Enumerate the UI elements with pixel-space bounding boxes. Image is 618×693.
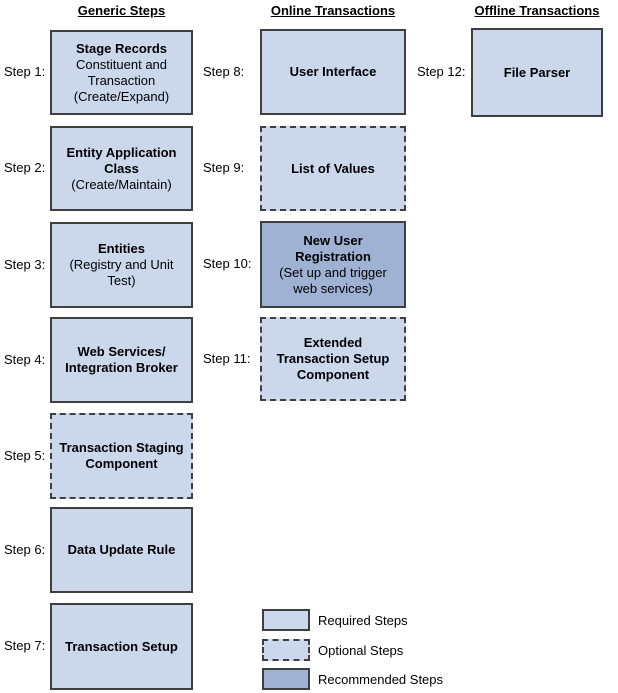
legend-swatch-recommended bbox=[262, 668, 310, 690]
column-header-generic-steps: Generic Steps bbox=[77, 3, 166, 18]
box-title-line: Transaction Staging bbox=[59, 440, 184, 455]
step-label-1: Step 1: bbox=[4, 64, 46, 79]
box-title-line: List of Values bbox=[291, 160, 375, 176]
box-subtitle-line: Transaction bbox=[87, 72, 156, 88]
legend-row-required: Required Steps bbox=[262, 609, 408, 631]
step-label-5: Step 5: bbox=[4, 448, 46, 463]
step-label-4: Step 4: bbox=[4, 352, 46, 367]
legend-label-optional: Optional Steps bbox=[318, 642, 404, 658]
box-subtitle-line: (Create/Expand) bbox=[73, 88, 170, 104]
legend-row-recommended: Recommended Steps bbox=[262, 668, 443, 690]
box-title-line: Stage Records bbox=[75, 40, 168, 56]
box-new-user-registration: New User Registration (Set up and trigge… bbox=[260, 221, 406, 308]
box-extended-transaction-setup-component: Extended Transaction Setup Component bbox=[260, 317, 406, 401]
box-subtitle-line: web services) bbox=[293, 280, 373, 296]
box-entity-application-class: Entity Application Class (Create/Maintai… bbox=[50, 126, 193, 211]
box-data-update-rule: Data Update Rule bbox=[50, 507, 193, 593]
box-title-line: New User bbox=[303, 232, 363, 248]
legend-row-optional: Optional Steps bbox=[262, 639, 403, 661]
box-title-line: Entity Application bbox=[66, 144, 177, 160]
column-header-offline-transactions: Offline Transactions bbox=[474, 3, 600, 18]
box-web-services-integration-broker: Web Services/ Integration Broker bbox=[50, 317, 193, 403]
box-user-interface: User Interface bbox=[260, 29, 406, 115]
box-subtitle-line: (Registry and Unit bbox=[69, 257, 174, 272]
box-title-line: Component bbox=[296, 367, 370, 382]
box-title-line: Component bbox=[85, 456, 158, 471]
legend-swatch-optional bbox=[262, 639, 310, 661]
step-label-10: Step 10: bbox=[203, 256, 252, 271]
box-subtitle-line: Constituent and bbox=[75, 56, 168, 72]
box-subtitle-line: Test) bbox=[107, 273, 136, 288]
step-label-9: Step 9: bbox=[203, 160, 245, 175]
box-stage-records: Stage Records Constituent and Transactio… bbox=[50, 30, 193, 115]
box-title-line: Registration bbox=[295, 248, 371, 264]
box-title-line: Integration Broker bbox=[65, 360, 178, 375]
step-label-12: Step 12: bbox=[417, 64, 466, 79]
box-title-line: File Parser bbox=[503, 64, 571, 80]
column-header-online-transactions: Online Transactions bbox=[270, 3, 396, 18]
box-title-line: Class bbox=[104, 160, 139, 176]
box-title-line: Data Update Rule bbox=[67, 542, 176, 557]
box-subtitle-line: (Set up and trigger bbox=[279, 264, 387, 280]
step-label-11: Step 11: bbox=[203, 351, 251, 366]
step-label-2: Step 2: bbox=[4, 160, 46, 175]
legend-swatch-required bbox=[262, 609, 310, 631]
box-title-line: User Interface bbox=[289, 64, 377, 79]
box-title-line: Transaction Setup bbox=[276, 351, 390, 366]
box-title-line: Web Services/ bbox=[77, 344, 166, 359]
legend-label-required: Required Steps bbox=[318, 612, 408, 628]
step-label-8: Step 8: bbox=[203, 64, 245, 79]
box-file-parser: File Parser bbox=[471, 28, 603, 117]
step-label-6: Step 6: bbox=[4, 542, 46, 557]
box-list-of-values: List of Values bbox=[260, 126, 406, 211]
box-entities: Entities (Registry and Unit Test) bbox=[50, 222, 193, 308]
legend-label-recommended: Recommended Steps bbox=[318, 671, 444, 687]
box-title-line: Entities bbox=[98, 241, 145, 256]
box-title-line: Extended bbox=[303, 335, 363, 350]
step-label-7: Step 7: bbox=[4, 638, 46, 653]
box-subtitle-line: (Create/Maintain) bbox=[71, 176, 172, 192]
step-label-3: Step 3: bbox=[4, 257, 46, 272]
box-transaction-setup: Transaction Setup bbox=[50, 603, 193, 690]
box-transaction-staging-component: Transaction Staging Component bbox=[50, 413, 193, 499]
box-title-line: Transaction Setup bbox=[65, 638, 178, 654]
